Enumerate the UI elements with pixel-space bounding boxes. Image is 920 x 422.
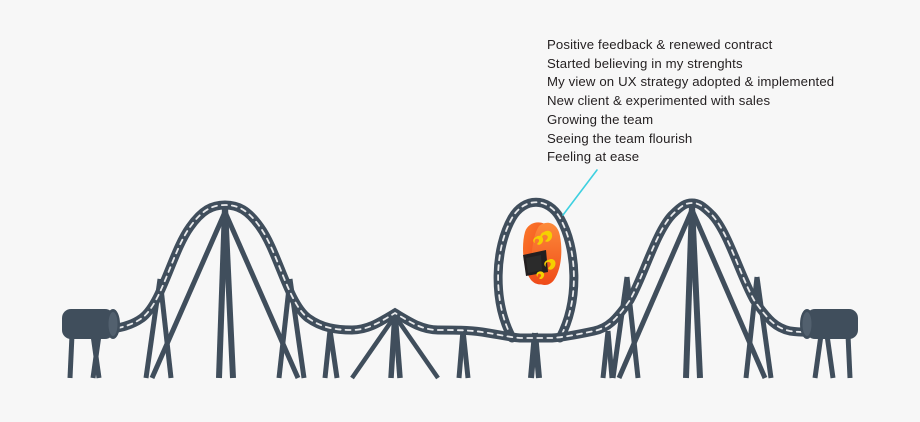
track-loop — [493, 197, 579, 343]
track-supports — [67, 204, 853, 380]
coaster-car — [523, 222, 562, 286]
annotation-line-5: Growing the team — [547, 111, 654, 127]
left-station — [62, 309, 120, 339]
annotation-line-4: New client & experimented with sales — [547, 93, 771, 109]
annotation-line-3: My view on UX strategy adopted & impleme… — [547, 74, 835, 90]
annotation-line-7: Feeling at ease — [547, 149, 640, 165]
annotation-line-2: Started believing in my strenghts — [547, 55, 743, 71]
annotation-line-1: Positive feedback & renewed contract — [547, 37, 773, 52]
right-station — [800, 309, 858, 339]
annotation-text-block: Positive feedback & renewed contract Sta… — [547, 36, 877, 167]
annotation-leader-line — [562, 169, 598, 216]
coaster-track — [83, 198, 837, 343]
annotation-line-6: Seeing the team flourish — [547, 130, 693, 146]
